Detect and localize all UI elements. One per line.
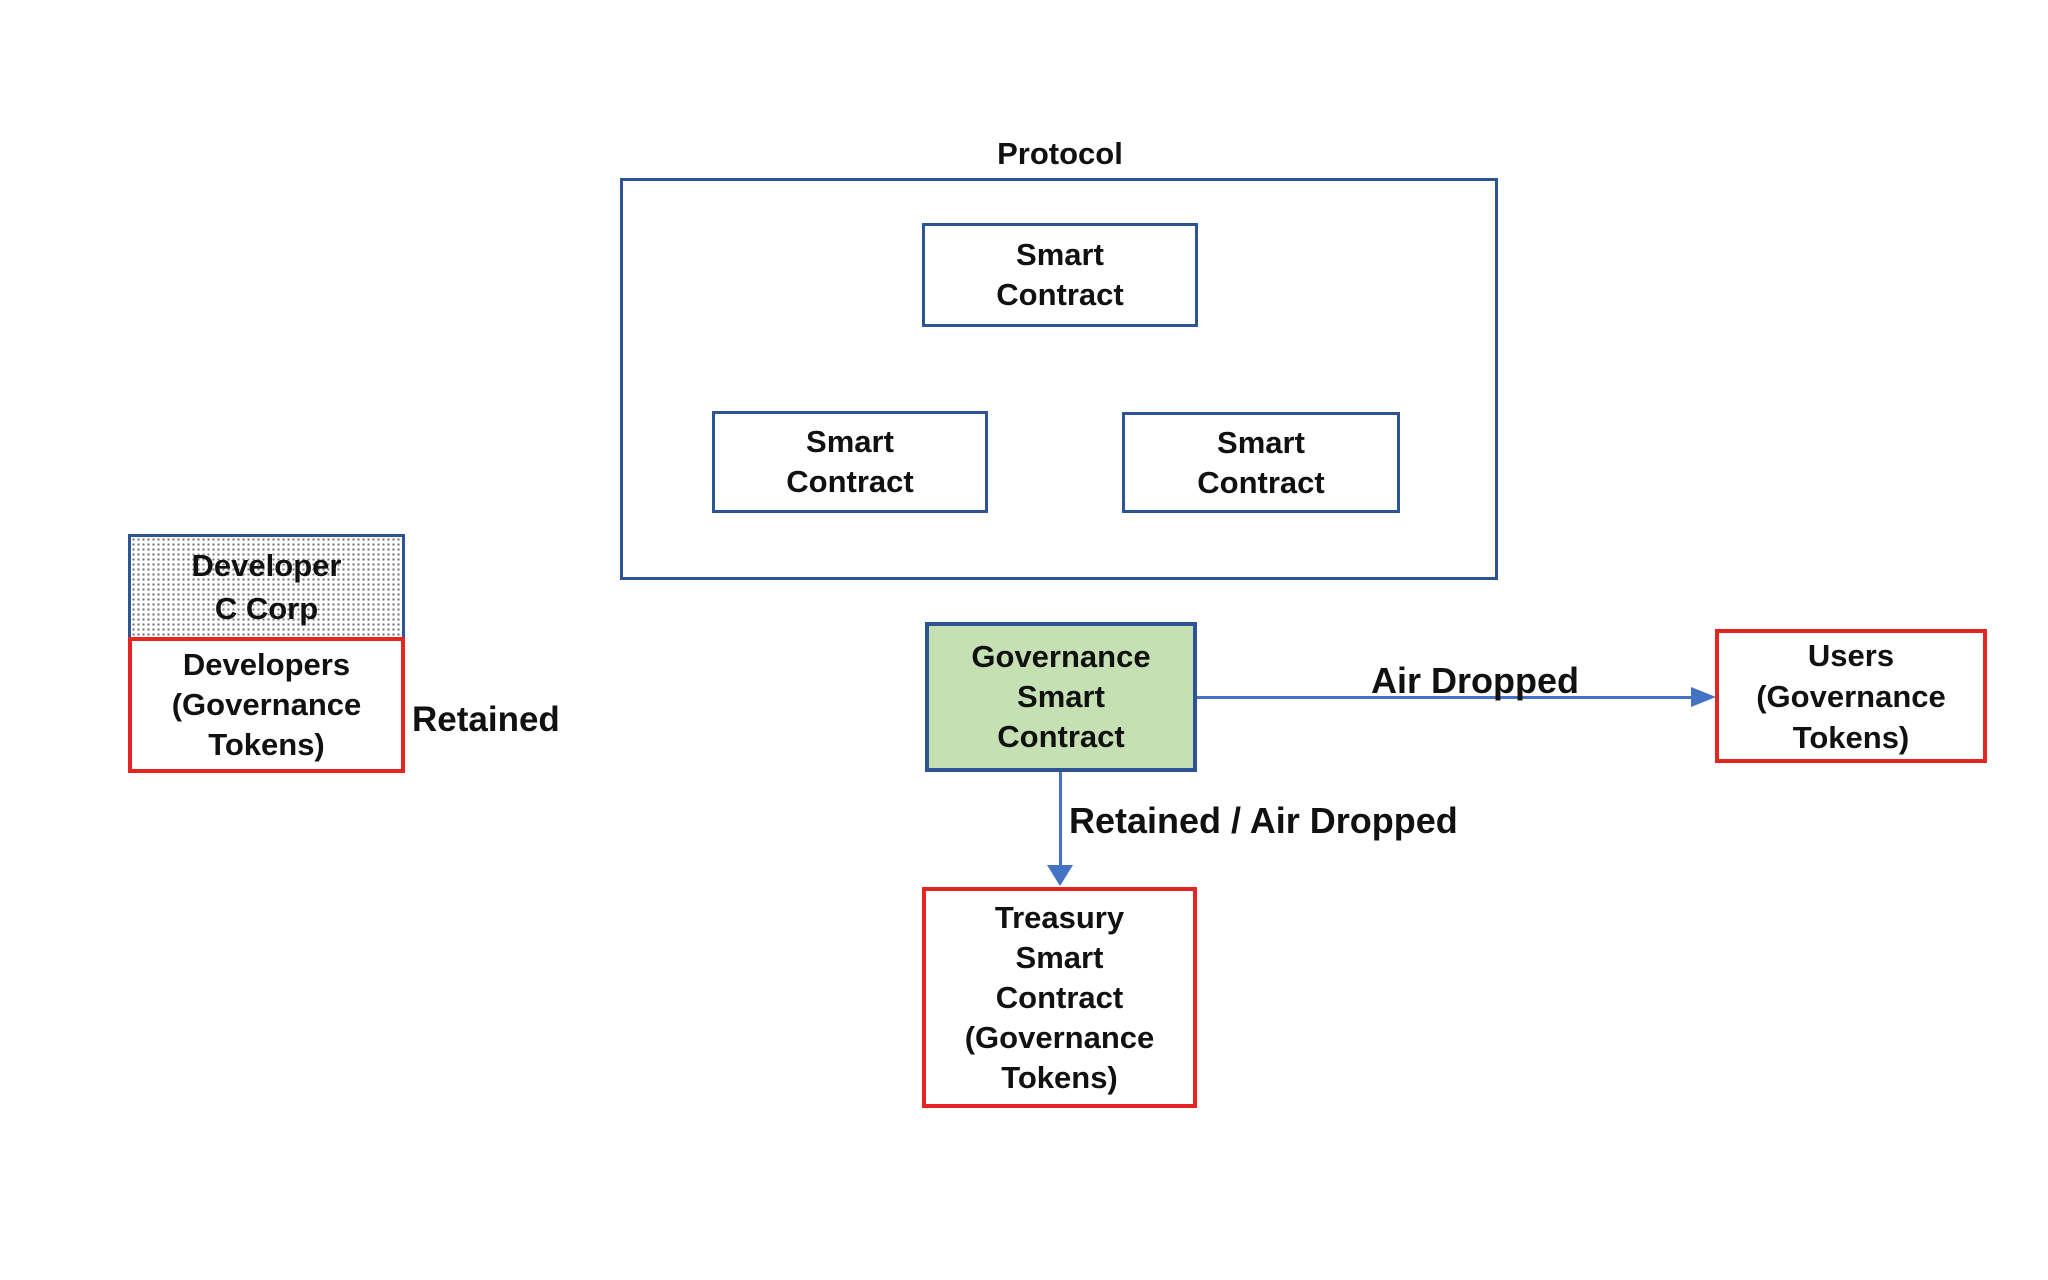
retained-label: Retained — [412, 700, 560, 739]
developers-box: Developers (Governance Tokens) — [128, 637, 405, 773]
air-dropped-arrowhead — [1691, 687, 1716, 707]
smart-contract-box-right: Smart Contract — [1122, 412, 1400, 513]
retained-air-dropped-arrowhead — [1047, 865, 1073, 886]
governance-smart-contract-box: Governance Smart Contract — [925, 622, 1197, 772]
protocol-title: Protocol — [997, 136, 1123, 171]
users-box: Users (Governance Tokens) — [1715, 629, 1987, 763]
air-dropped-label: Air Dropped — [1370, 660, 1579, 701]
smart-contract-box-top: Smart Contract — [922, 223, 1198, 327]
developer-c-corp-box: Developer C Corp — [128, 534, 405, 640]
retained-air-dropped-label: Retained / Air Dropped — [1069, 800, 1458, 841]
retained-air-dropped-arrow-line — [1059, 772, 1062, 867]
smart-contract-box-left: Smart Contract — [712, 411, 988, 513]
treasury-box: Treasury Smart Contract (Governance Toke… — [922, 887, 1197, 1108]
air-dropped-arrow-line — [1197, 696, 1693, 699]
